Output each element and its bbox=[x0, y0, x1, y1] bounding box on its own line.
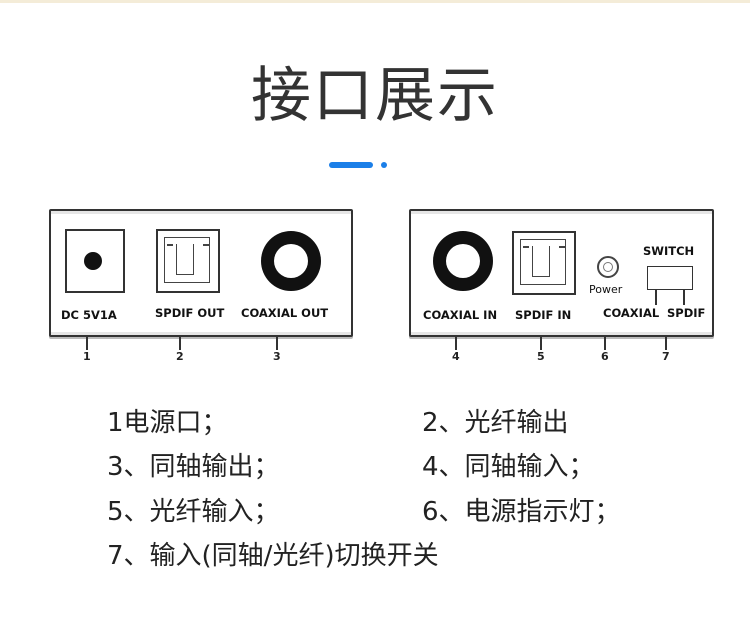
dc-jack-pin bbox=[84, 252, 102, 270]
callout-line-5 bbox=[540, 336, 542, 350]
label-switch-coaxial: COAXIAL bbox=[603, 306, 660, 320]
title-accent-bar bbox=[329, 162, 373, 168]
top-strip bbox=[0, 0, 750, 3]
callout-line-3 bbox=[276, 336, 278, 350]
dc-power-jack bbox=[65, 229, 125, 293]
panel-bevel-top bbox=[51, 211, 351, 214]
callout-number-3: 3 bbox=[273, 350, 281, 363]
panel-bevel-top bbox=[411, 211, 712, 214]
legend-item-2: 2、光纤输出 bbox=[422, 408, 569, 438]
page-title: 接口展示 bbox=[251, 61, 499, 131]
callout-line-6 bbox=[604, 336, 606, 350]
panel-bevel-bottom bbox=[51, 332, 351, 335]
callout-number-6: 6 bbox=[601, 350, 609, 363]
callout-line-1 bbox=[86, 336, 88, 350]
legend-item-5: 5、光纤输入； bbox=[107, 497, 280, 527]
label-dc: DC 5V1A bbox=[61, 308, 117, 322]
callout-number-7: 7 bbox=[662, 350, 670, 363]
callout-number-2: 2 bbox=[176, 350, 184, 363]
callout-number-5: 5 bbox=[537, 350, 545, 363]
legend-item-4: 4、同轴输入； bbox=[422, 452, 595, 482]
legend-item-3: 3、同轴输出； bbox=[107, 452, 280, 482]
switch-leg-right bbox=[683, 289, 685, 305]
label-coaxial-out: COAXIAL OUT bbox=[241, 306, 329, 320]
callout-line-4 bbox=[455, 336, 457, 350]
coaxial-in-port bbox=[433, 231, 493, 291]
callout-line-2 bbox=[179, 336, 181, 350]
callout-number-1: 1 bbox=[83, 350, 91, 363]
panel-input-device: COAXIAL IN SPDIF IN Power SWITCH COAXIAL… bbox=[409, 209, 714, 337]
label-switch-spdif: SPDIF bbox=[667, 306, 706, 320]
power-indicator-led bbox=[597, 256, 619, 278]
panel-output-device: DC 5V1A SPDIF OUT COAXIAL OUT bbox=[49, 209, 353, 337]
label-coaxial-in: COAXIAL IN bbox=[423, 308, 498, 322]
input-select-switch bbox=[647, 266, 693, 290]
panel-bevel-bottom bbox=[411, 332, 712, 335]
label-spdif-in: SPDIF IN bbox=[515, 308, 572, 322]
title-accent-dot bbox=[381, 162, 387, 168]
coaxial-out-port bbox=[261, 231, 321, 291]
label-spdif-out: SPDIF OUT bbox=[155, 306, 225, 320]
spdif-in-port bbox=[512, 231, 576, 295]
callout-line-7 bbox=[665, 336, 667, 350]
legend-item-7: 7、输入(同轴/光纤)切换开关 bbox=[107, 541, 439, 571]
switch-leg-left bbox=[655, 289, 657, 305]
legend-item-6: 6、电源指示灯； bbox=[422, 497, 621, 527]
legend-item-1: 1电源口； bbox=[107, 408, 228, 438]
label-power: Power bbox=[589, 283, 623, 296]
spdif-out-port bbox=[156, 229, 220, 293]
callout-number-4: 4 bbox=[452, 350, 460, 363]
label-switch: SWITCH bbox=[643, 244, 695, 258]
